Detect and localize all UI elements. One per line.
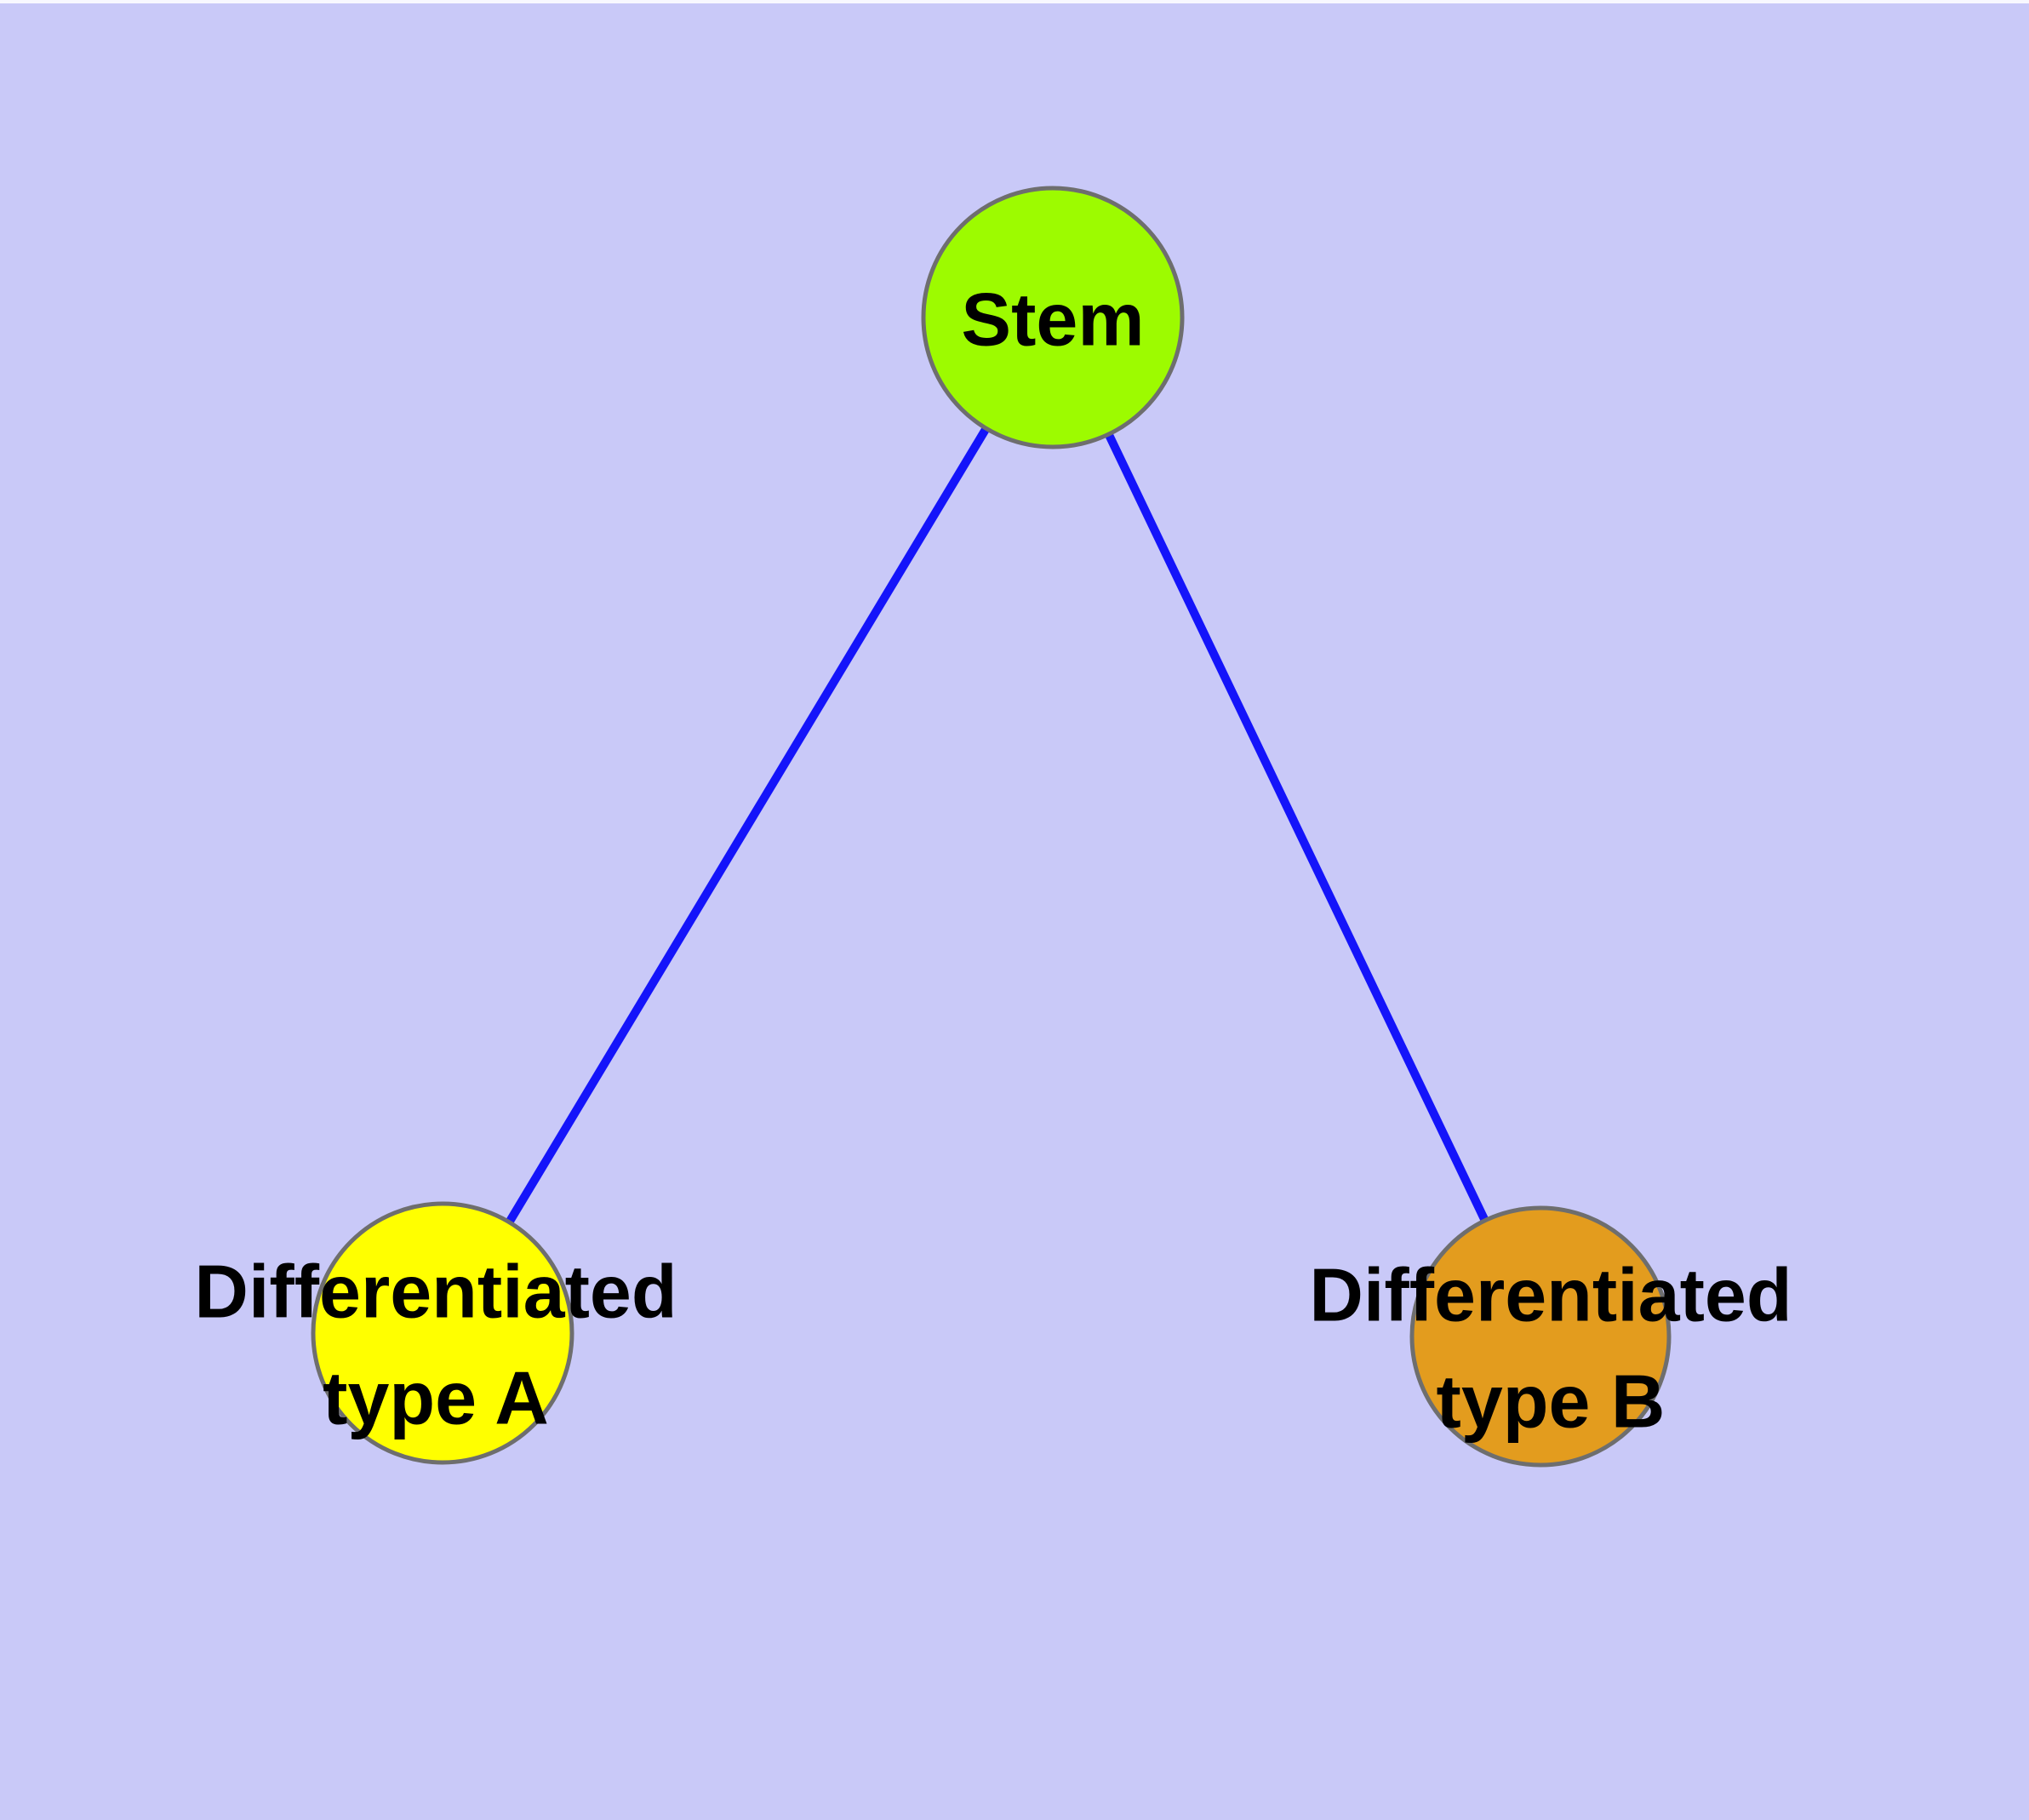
node-type-a-label-line1: Differentiated bbox=[194, 1250, 677, 1334]
edge-stem-to-type-b bbox=[1049, 315, 1545, 1339]
edge-stem-to-type-a bbox=[438, 315, 1057, 1336]
node-stem-label: Stem bbox=[961, 278, 1144, 362]
node-stem bbox=[921, 186, 1185, 449]
top-edge-highlight bbox=[0, 0, 2029, 3]
node-type-b bbox=[1409, 1205, 1672, 1468]
node-type-b-label-line2: type B bbox=[1437, 1359, 1666, 1444]
node-type-a bbox=[311, 1201, 574, 1465]
node-type-b-label-line1: Differentiated bbox=[1309, 1253, 1792, 1337]
node-type-a-label-line2: type A bbox=[323, 1356, 549, 1440]
